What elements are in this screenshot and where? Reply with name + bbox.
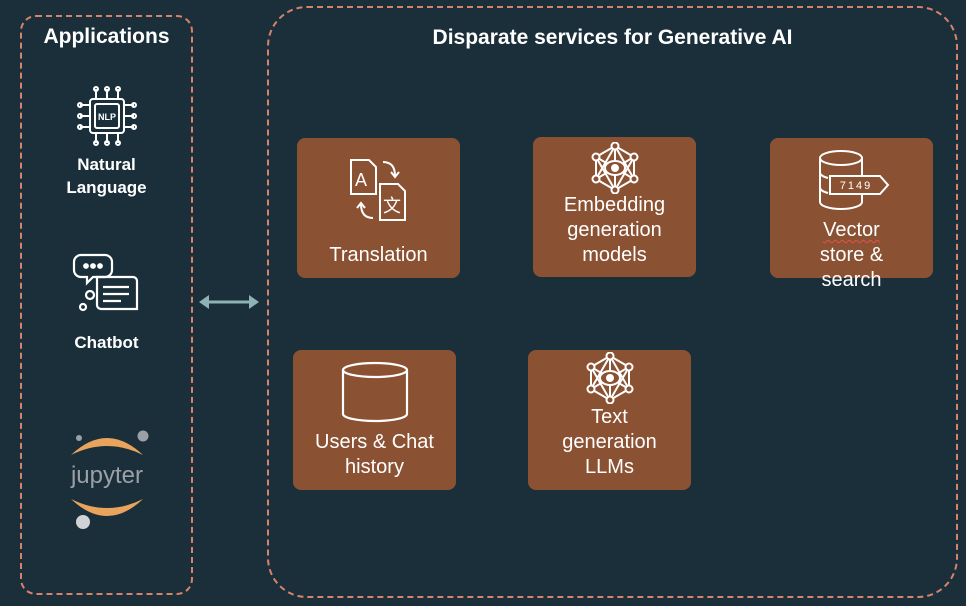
applications-title: Applications [43,25,170,48]
card-embedding: Embedding generation models [533,137,696,277]
jupyter-logo-icon: jupyter [22,425,191,529]
services-panel: Disparate services for Generative AI [267,6,958,598]
card-translation: A 文 Translation [297,138,460,278]
chatbot-icon [22,249,191,321]
svg-text:文: 文 [383,196,401,216]
vector-code-text: 7149 [839,180,871,192]
services-title: Disparate services for Generative AI [432,26,793,49]
app-natural-language: NLP Natural Language [22,85,191,199]
svg-text:A: A [354,170,366,190]
card-text-generation: Text generation LLMs [528,350,691,490]
applications-panel: Applications NLP Natural Language [20,15,193,595]
app-chatbot: Chatbot [22,249,191,354]
card-vector-store: 7149 Vector store & search [770,138,933,291]
card-users-chat-history-label: Users & Chat history [315,431,434,478]
card-vector-store-label: Vector store & search [819,219,884,291]
card-embedding-label: Embedding generation models [563,194,666,266]
vector-database-icon: 7149 [770,148,933,212]
nlp-chip-icon: NLP [22,85,191,147]
translation-icon: A 文 [297,156,460,226]
app-jupyter: jupyter [22,425,191,529]
app-natural-language-label: Natural Language [66,155,147,197]
app-chatbot-label: Chatbot [74,333,139,352]
database-icon [293,360,456,424]
nlp-chip-text: NLP [98,112,116,122]
card-users-chat-history: Users & Chat history [293,350,456,490]
card-text-generation-label: Text generation LLMs [562,406,657,478]
jupyter-logo-text: jupyter [69,462,142,489]
card-translation-label: Translation [329,244,428,266]
neural-network-icon [528,352,691,404]
neural-network-icon [533,142,696,194]
double-arrow-icon [199,295,259,309]
